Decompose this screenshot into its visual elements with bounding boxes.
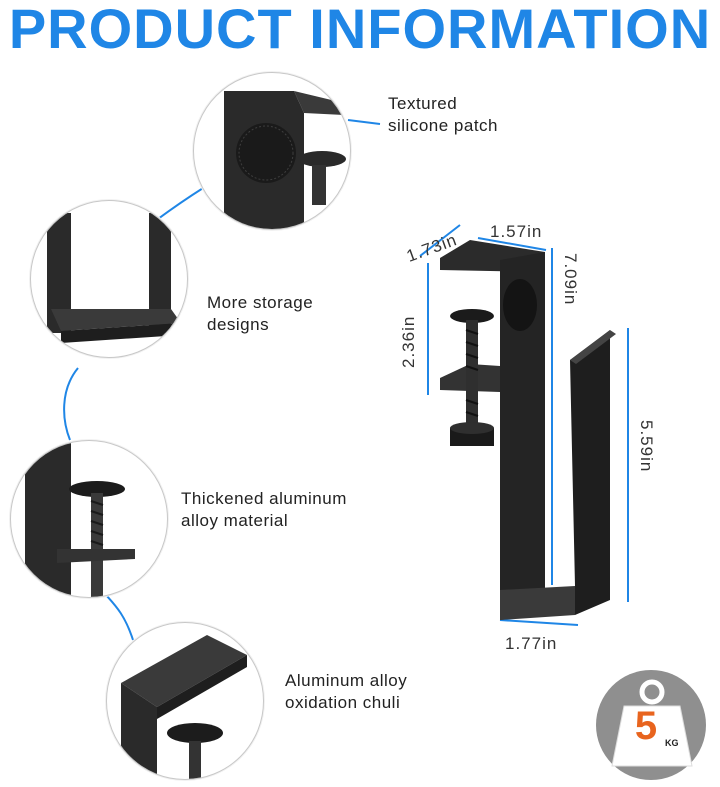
weight-number: 5 — [634, 704, 658, 748]
aluminum-oxidation-illustration — [121, 635, 247, 779]
detail-circle-thickened-aluminum — [10, 440, 168, 598]
aluminum-screw-illustration — [25, 441, 135, 597]
detail-circle-silicone-patch — [193, 72, 351, 230]
feature-label-silicone-patch: Textured silicone patch — [388, 94, 499, 135]
detail-circle-aluminum-oxidation — [106, 622, 264, 780]
dimension-clamp-height: 2.36in — [399, 315, 418, 368]
detail-circle-storage-designs — [30, 200, 188, 358]
page-title: PRODUCT INFORMATION — [8, 0, 712, 60]
storage-design-illustration — [47, 213, 181, 343]
feature-label-aluminum-oxidation: Aluminum alloy oxidation chuli — [285, 671, 408, 712]
weight-unit: KG — [665, 738, 679, 748]
feature-label-thickened-aluminum: Thickened aluminum alloy material — [181, 489, 347, 530]
dimension-top-width: 1.57in — [490, 222, 543, 241]
feature-label-storage-designs: More storage designs — [207, 293, 314, 334]
dimension-bottom-width: 1.77in — [505, 634, 558, 653]
dimension-total-height: 7.09in — [561, 253, 580, 306]
dimension-hook-height: 5.59in — [637, 420, 656, 473]
silicone-patch-illustration — [224, 91, 346, 229]
weight-icon — [611, 679, 693, 767]
